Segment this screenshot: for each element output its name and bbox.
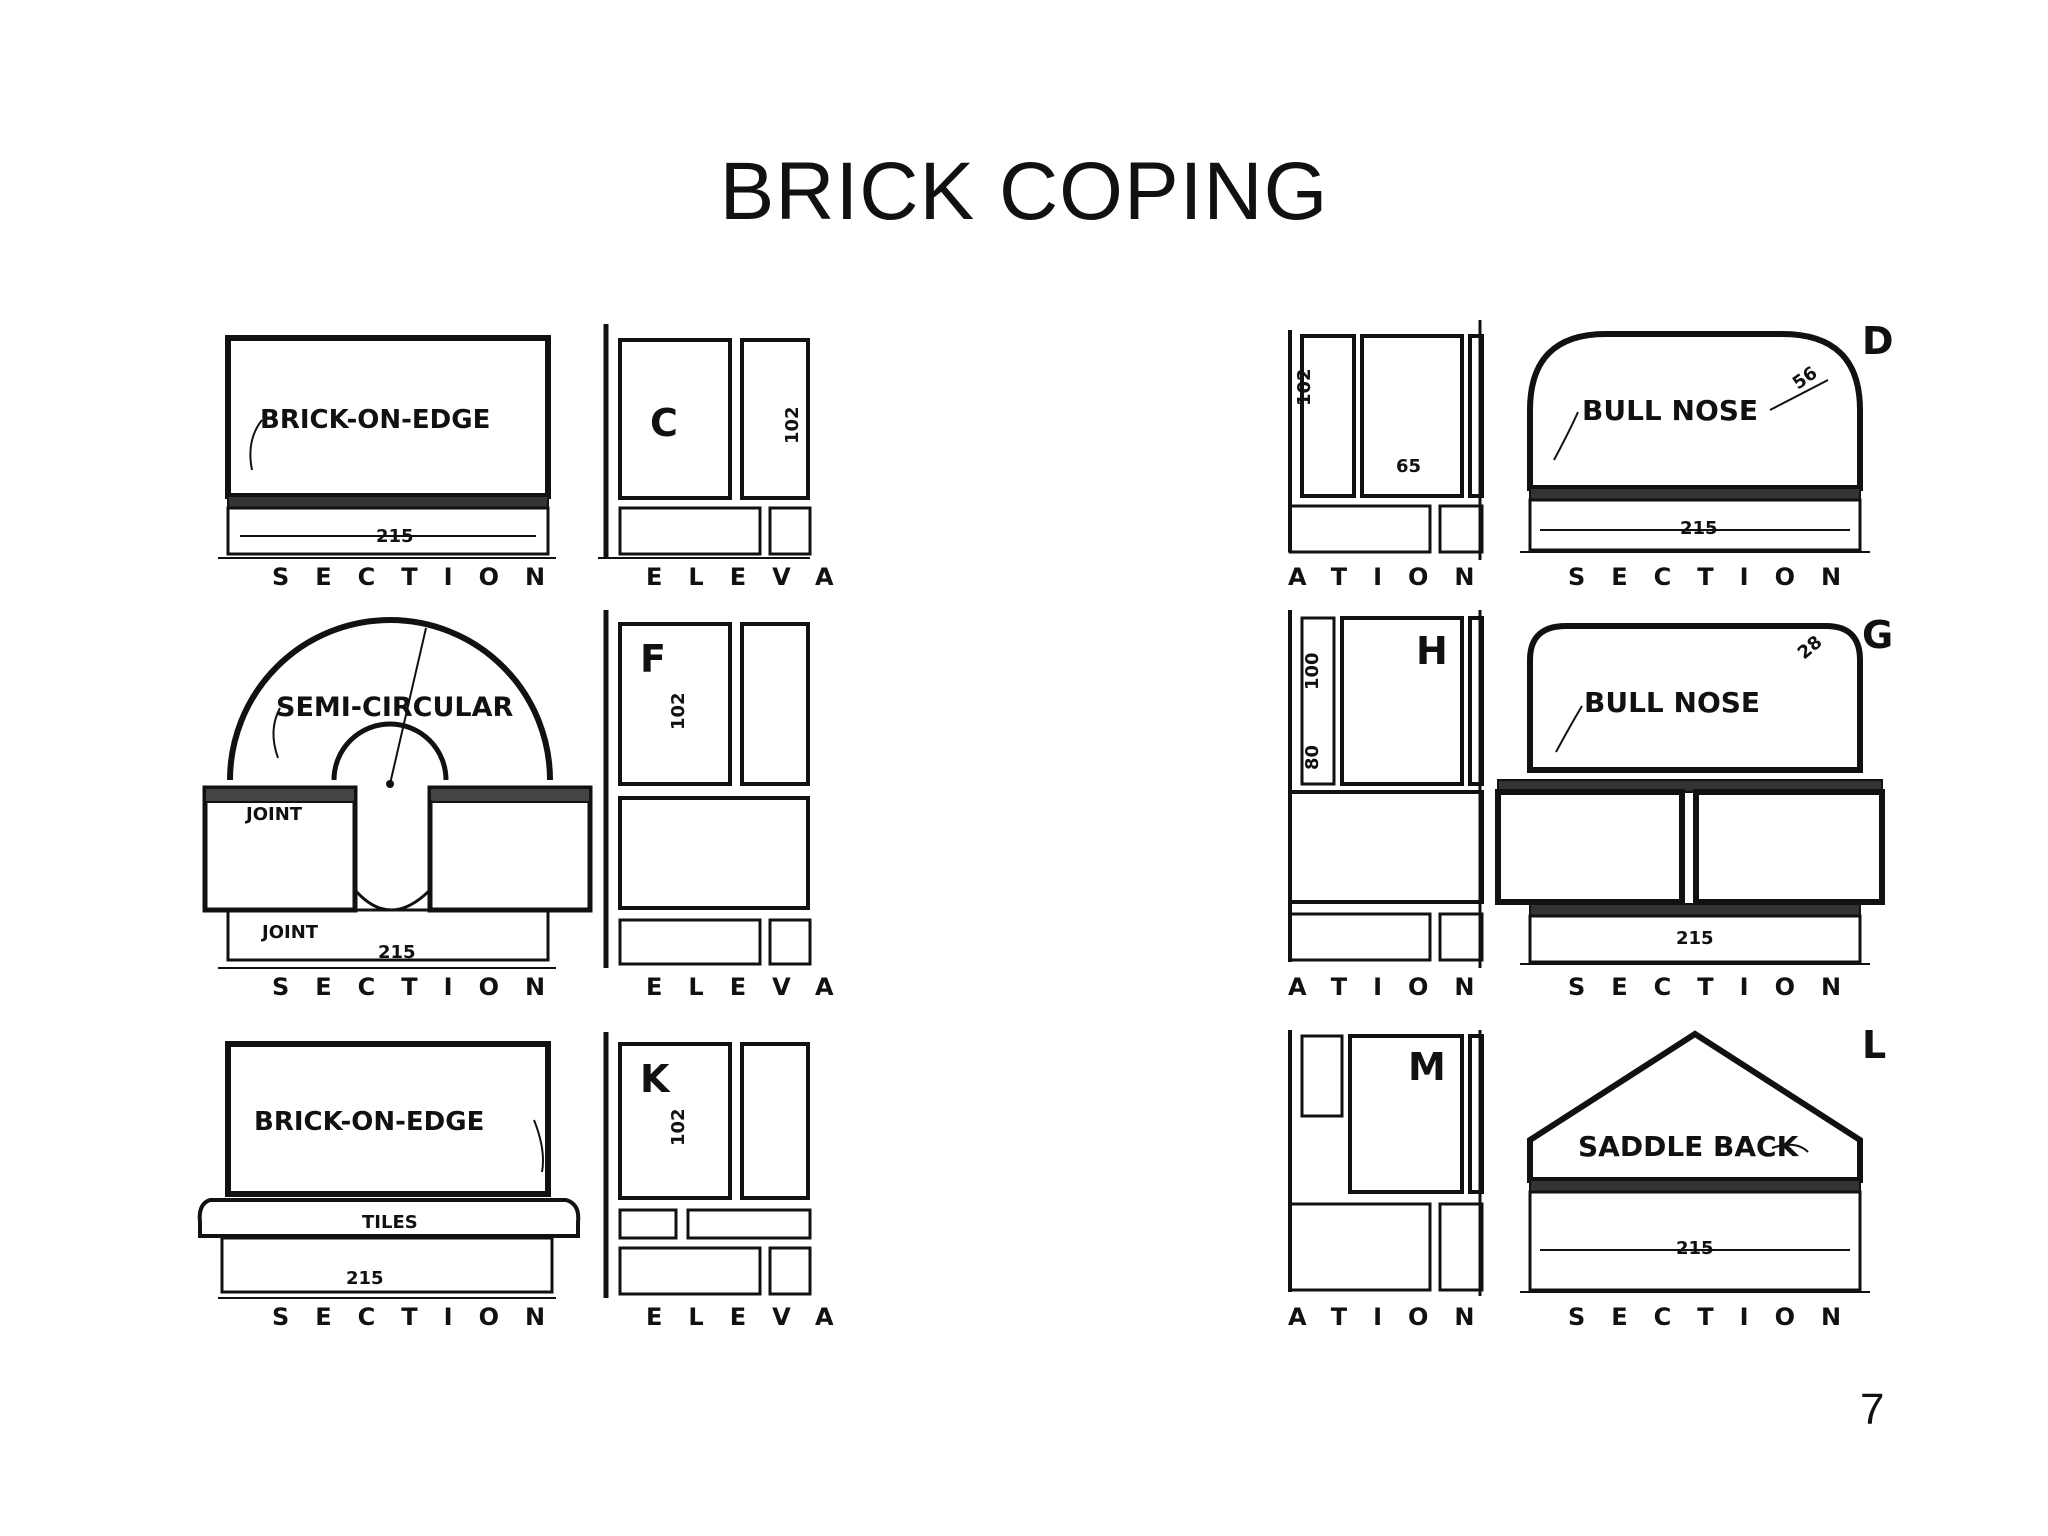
section-bull-nose-g: BULL NOSE 28 215 G SECTION <box>1495 613 1893 1001</box>
label-brick-on-edge-1: BRICK-ON-EDGE <box>260 405 490 435</box>
section-brick-on-edge-1: BRICK-ON-EDGE 215 SECTION <box>218 335 571 591</box>
caption-eleva-2: ELEVA <box>646 973 860 1001</box>
elev-dim-h-a: 100 <box>1302 652 1323 690</box>
letter-d: D <box>1862 319 1894 363</box>
letter-l: L <box>1862 1023 1886 1067</box>
letter-c: C <box>650 401 678 445</box>
label-brick-on-edge-2: BRICK-ON-EDGE <box>254 1107 484 1137</box>
elev-dim-c: 102 <box>782 406 803 444</box>
label-saddle-back: SADDLE BACK <box>1578 1130 1800 1163</box>
section-semi-circular: SEMI-CIRCULAR JOINT JOINT 215 SECTION <box>202 617 593 1001</box>
dim-215-d: 215 <box>1680 518 1718 539</box>
caption-section-g: SECTION <box>1568 973 1867 1001</box>
caption-ation-3: ATION <box>1288 1303 1501 1331</box>
elevation-k: K 102 ELEVA <box>603 1032 860 1331</box>
elevation-c: C 102 ELEVA <box>598 324 860 591</box>
radius-56: 56 <box>1789 363 1822 395</box>
elev-dim-f: 102 <box>668 692 689 730</box>
caption-section-1: SECTION <box>272 563 571 591</box>
elevation-h: H 100 80 ATION <box>1288 610 1501 1001</box>
label-bull-nose-d: BULL NOSE <box>1582 394 1758 427</box>
letter-g: G <box>1862 613 1893 657</box>
caption-section-3: SECTION <box>272 1303 571 1331</box>
caption-ation-2: ATION <box>1288 973 1501 1001</box>
letter-f: F <box>640 637 666 681</box>
caption-section-2: SECTION <box>272 973 571 1001</box>
label-joint-bottom: JOINT <box>260 922 319 943</box>
label-semi-circular: SEMI-CIRCULAR <box>276 692 514 723</box>
dim-215-g: 215 <box>1676 928 1714 949</box>
caption-section-l: SECTION <box>1568 1303 1867 1331</box>
dim-215-2: 215 <box>378 942 416 963</box>
slide-title: BRICK COPING <box>719 146 1329 237</box>
letter-m: M <box>1408 1045 1446 1089</box>
caption-eleva-1: ELEVA <box>646 563 860 591</box>
dim-215-3: 215 <box>346 1268 384 1289</box>
page-number: 7 <box>1860 1385 1885 1434</box>
caption-section-d: SECTION <box>1568 563 1867 591</box>
letter-h: H <box>1416 629 1448 673</box>
elev-dim-d-b: 65 <box>1396 456 1421 477</box>
caption-eleva-3: ELEVA <box>646 1303 860 1331</box>
dim-215-1: 215 <box>376 526 414 547</box>
elev-dim-d-a: 102 <box>1294 368 1315 406</box>
elevation-m: M ATION <box>1288 1030 1501 1331</box>
letter-k: K <box>640 1057 671 1101</box>
label-joint-top: JOINT <box>244 804 303 825</box>
elevation-f: F 102 ELEVA <box>603 610 860 1001</box>
elev-dim-k: 102 <box>668 1108 689 1146</box>
elev-dim-h-b: 80 <box>1302 745 1323 770</box>
dim-215-l: 215 <box>1676 1238 1714 1259</box>
radius-28: 28 <box>1794 632 1827 664</box>
caption-ation-1: ATION <box>1288 563 1501 591</box>
section-saddle-back-l: SADDLE BACK 215 L SECTION <box>1520 1023 1886 1331</box>
section-bull-nose-d: BULL NOSE 56 215 D SECTION <box>1520 319 1894 591</box>
elevation-d: 102 65 ATION <box>1288 320 1501 591</box>
label-tiles: TILES <box>362 1212 418 1233</box>
label-bull-nose-g: BULL NOSE <box>1584 686 1760 719</box>
section-brick-on-edge-2: BRICK-ON-EDGE TILES 215 SECTION <box>197 1041 581 1331</box>
